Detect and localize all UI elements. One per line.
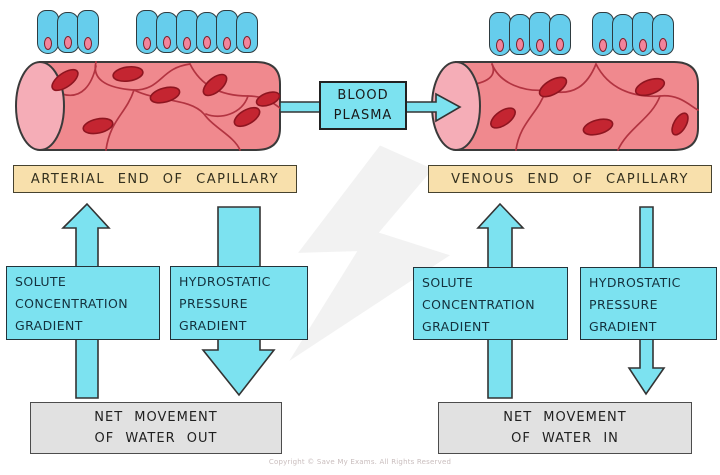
- label-line: CONCENTRATION: [15, 296, 129, 311]
- net-line: OF WATER OUT: [94, 431, 218, 446]
- label-line: HYDROSTATIC: [179, 274, 271, 289]
- net-movement-water-in-box: NET MOVEMENT OF WATER IN: [438, 402, 692, 454]
- cell-nucleus-icon: [659, 38, 667, 51]
- epithelial-cell: [57, 12, 79, 53]
- cell-nucleus-icon: [64, 36, 72, 49]
- label-line: SOLUTE: [422, 275, 474, 290]
- label-line: GRADIENT: [589, 319, 657, 334]
- epithelial-cell: [176, 10, 198, 54]
- label-line: HYDROSTATIC: [589, 275, 681, 290]
- cell-nucleus-icon: [516, 38, 524, 51]
- cell-nucleus-icon: [84, 37, 92, 50]
- cell-nucleus-icon: [223, 37, 231, 50]
- venous-end-label: VENOUS END OF CAPILLARY: [428, 165, 712, 193]
- epithelial-cell: [549, 14, 571, 55]
- epithelial-cell: [37, 10, 59, 54]
- blood-plasma-line2: PLASMA: [333, 107, 393, 123]
- epithelial-cell: [509, 14, 531, 55]
- cell-nucleus-icon: [183, 37, 191, 50]
- label-line: PRESSURE: [589, 297, 658, 312]
- epithelial-cell: [156, 12, 178, 53]
- label-line: PRESSURE: [179, 296, 248, 311]
- epithelial-cell-row: [136, 10, 258, 54]
- blood-plasma-line1: BLOOD: [337, 87, 389, 103]
- arterial-capillary-illustration: [15, 61, 281, 151]
- cell-nucleus-icon: [619, 38, 627, 51]
- label-line: GRADIENT: [422, 319, 490, 334]
- epithelial-cell: [529, 12, 551, 56]
- blood-plasma-box: BLOOD PLASMA: [319, 81, 407, 130]
- epithelial-cell: [136, 10, 158, 54]
- epithelial-cell-row: [592, 12, 674, 56]
- epithelial-cell: [592, 12, 614, 56]
- epithelial-cell: [489, 12, 511, 56]
- epithelial-cell-row: [489, 12, 571, 56]
- left-hydrostatic-pressure-gradient-box: HYDROSTATIC PRESSURE GRADIENT: [170, 266, 308, 340]
- cell-nucleus-icon: [536, 39, 544, 52]
- epithelial-cell: [236, 12, 258, 53]
- epithelial-cell: [196, 12, 218, 53]
- epithelial-cell: [652, 14, 674, 55]
- epithelial-cell: [612, 14, 634, 55]
- cell-nucleus-icon: [496, 39, 504, 52]
- epithelial-cell: [632, 12, 654, 56]
- net-movement-water-out-box: NET MOVEMENT OF WATER OUT: [30, 402, 282, 454]
- cell-nucleus-icon: [639, 39, 647, 52]
- cell-nucleus-icon: [243, 36, 251, 49]
- cell-nucleus-icon: [163, 36, 171, 49]
- epithelial-cell: [77, 10, 99, 54]
- epithelial-cell: [216, 10, 238, 54]
- cell-nucleus-icon: [143, 37, 151, 50]
- net-line: NET MOVEMENT: [503, 410, 627, 425]
- arterial-end-label: ARTERIAL END OF CAPILLARY: [13, 165, 297, 193]
- venous-capillary-illustration: [431, 61, 699, 151]
- label-line: CONCENTRATION: [422, 297, 536, 312]
- right-solute-concentration-gradient-box: SOLUTE CONCENTRATION GRADIENT: [413, 267, 568, 340]
- cell-nucleus-icon: [44, 37, 52, 50]
- copyright-notice: Copyright © Save My Exams. All Rights Re…: [268, 458, 452, 466]
- watermark-lightning-bolt-icon: [289, 145, 450, 361]
- left-solute-concentration-gradient-box: SOLUTE CONCENTRATION GRADIENT: [6, 266, 160, 340]
- cell-nucleus-icon: [599, 39, 607, 52]
- label-line: GRADIENT: [15, 318, 83, 333]
- right-hydrostatic-pressure-gradient-box: HYDROSTATIC PRESSURE GRADIENT: [580, 267, 717, 340]
- net-line: OF WATER IN: [511, 431, 619, 446]
- label-line: SOLUTE: [15, 274, 67, 289]
- net-line: NET MOVEMENT: [94, 410, 218, 425]
- label-line: GRADIENT: [179, 318, 247, 333]
- cell-nucleus-icon: [203, 36, 211, 49]
- cell-nucleus-icon: [556, 38, 564, 51]
- epithelial-cell-row: [37, 10, 99, 54]
